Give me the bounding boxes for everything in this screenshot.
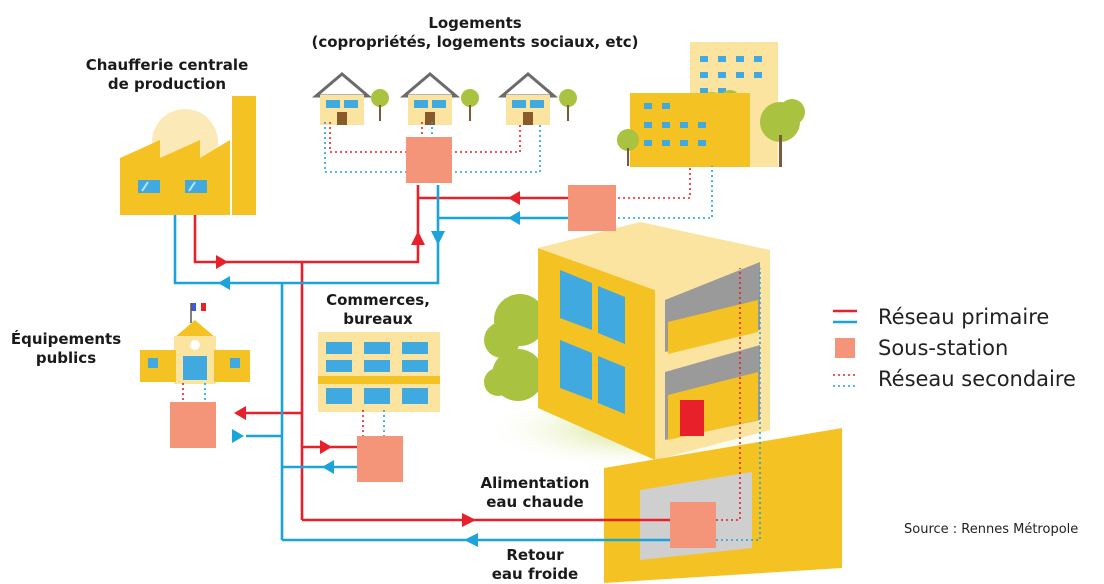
label-retour-line2: eau froide	[491, 565, 579, 583]
substation-public	[170, 402, 216, 448]
arrow-up-red	[411, 231, 425, 245]
substations	[170, 137, 716, 548]
arrow-left-blue	[322, 460, 334, 474]
label-logements-line1: Logements	[428, 14, 522, 32]
label-retour: Retour eau froide	[470, 546, 600, 584]
arrow-right-red	[462, 513, 476, 527]
arrow-left-red	[234, 406, 246, 420]
label-logements: Logements (copropriétés, logements socia…	[290, 14, 660, 52]
label-alimentation-line1: Alimentation	[480, 474, 590, 492]
label-logements-line2: (copropriétés, logements sociaux, etc)	[311, 33, 639, 51]
substation-housing	[406, 137, 452, 183]
isometric-building-icon	[480, 222, 842, 583]
apartment-building-icon	[617, 42, 805, 167]
secondary-network	[182, 122, 761, 541]
legend-substation-swatch	[835, 338, 855, 358]
label-chaufferie: Chaufferie centrale de production	[62, 56, 272, 94]
label-chaufferie-line1: Chaufferie centrale	[85, 56, 249, 74]
arrow-right-red	[320, 440, 332, 454]
arrow-left-blue	[508, 211, 520, 225]
arrow-left-blue	[464, 533, 478, 547]
arrow-right-blue	[232, 429, 244, 443]
label-chaufferie-line2: de production	[107, 75, 227, 93]
label-commerces: Commerces, bureaux	[318, 291, 438, 329]
arrow-down-blue	[431, 231, 445, 245]
public-building-icon	[140, 303, 250, 384]
label-alimentation-line2: eau chaude	[486, 493, 584, 511]
house-icon-2	[399, 72, 479, 125]
source-credit: Source : Rennes Métropole	[904, 522, 1079, 537]
arrow-right-red	[216, 255, 228, 269]
substation-offices	[357, 436, 403, 482]
office-building-icon	[318, 332, 440, 412]
arrow-left-red	[508, 191, 520, 205]
substation-building	[670, 502, 716, 548]
legend-substation-label: Sous-station	[878, 336, 1009, 360]
label-commerces-line2: bureaux	[343, 310, 413, 328]
factory-icon	[120, 96, 256, 215]
label-commerces-line1: Commerces,	[326, 291, 430, 309]
label-alimentation: Alimentation eau chaude	[470, 474, 600, 512]
arrow-left-blue	[218, 276, 230, 290]
substation-apartments	[568, 185, 616, 231]
primary-network-hot	[193, 185, 670, 522]
label-equipements: Équipements publics	[0, 330, 132, 368]
house-icon-3	[497, 72, 577, 125]
house-icon-1	[311, 72, 389, 125]
legend-symbols	[833, 309, 857, 387]
label-retour-line1: Retour	[506, 546, 564, 564]
flow-arrows	[216, 191, 520, 547]
label-equipements-line1: Équipements	[10, 330, 122, 348]
legend-secondary-label: Réseau secondaire	[878, 367, 1076, 391]
legend-primary-label: Réseau primaire	[878, 305, 1050, 329]
label-equipements-line2: publics	[35, 349, 97, 367]
